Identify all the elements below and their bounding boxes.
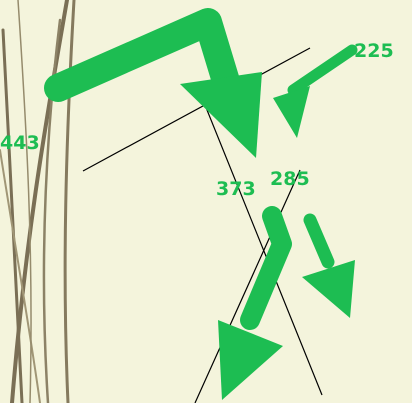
flow-arrows xyxy=(58,22,355,400)
main-flow-arrow xyxy=(58,22,228,88)
right-flow-arrow xyxy=(310,220,328,262)
top-right-flow-arrow xyxy=(293,50,352,90)
main-flow-label: 443 xyxy=(0,132,40,154)
reed-stem xyxy=(3,30,22,403)
right-flow-arrowhead xyxy=(302,260,355,318)
right-flow-label: 285 xyxy=(270,168,310,190)
decorative-reeds xyxy=(0,0,74,403)
center-flow-arrow xyxy=(250,216,282,320)
center-flow-arrowhead xyxy=(218,320,283,400)
reed-stem xyxy=(65,0,74,403)
top-right-flow-label: 225 xyxy=(354,40,394,62)
top-right-flow-arrowhead xyxy=(273,86,310,138)
center-flow-label: 373 xyxy=(216,178,256,200)
